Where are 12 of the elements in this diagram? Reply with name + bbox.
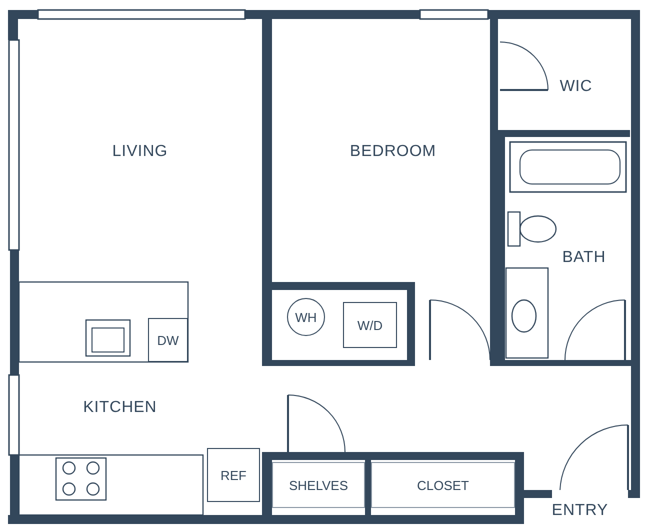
room-name: BEDROOM — [350, 143, 436, 161]
closet-area: SHELVES — [272, 462, 365, 508]
room-name: KITCHEN — [83, 399, 157, 417]
room-name: ENTRY — [552, 502, 608, 520]
room-name: LIVING — [112, 143, 168, 161]
appliance-box: DW — [148, 318, 188, 362]
room-name: WIC — [560, 78, 592, 96]
appliance-circle: WH — [287, 298, 325, 336]
closet-area: CLOSET — [371, 462, 515, 508]
appliance-box: W/D — [343, 302, 397, 348]
appliance-box: REF — [207, 448, 260, 502]
room-name: BATH — [562, 249, 606, 267]
